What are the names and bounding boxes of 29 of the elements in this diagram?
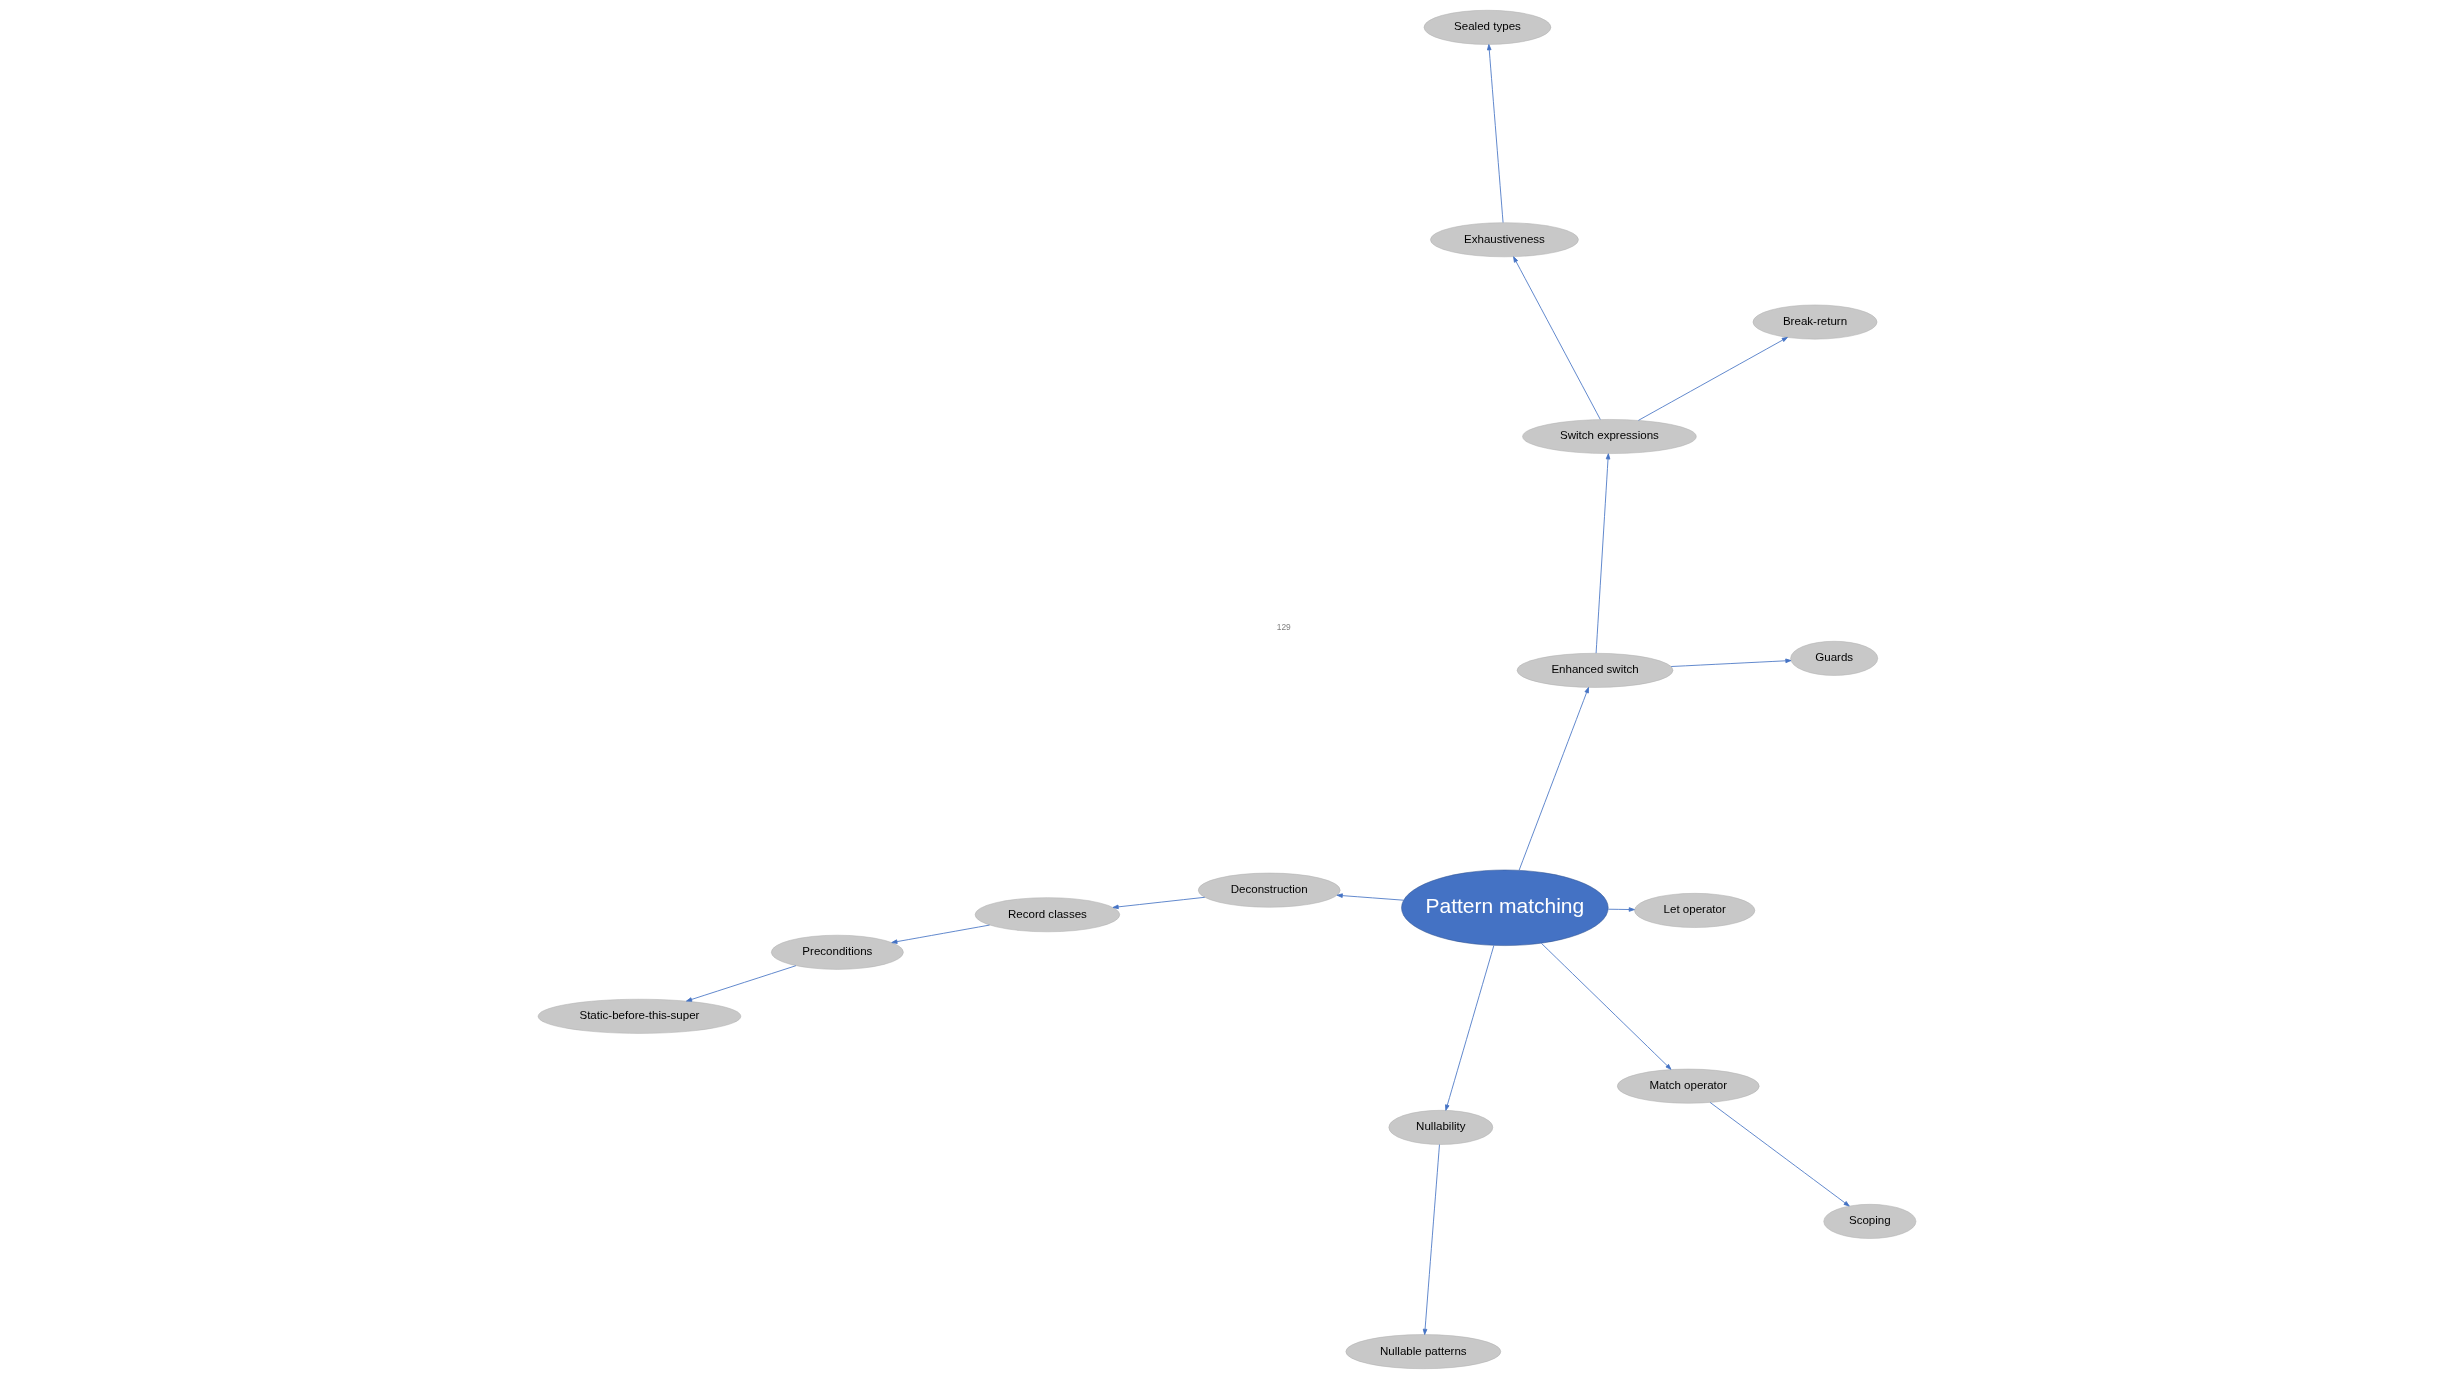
arrow bbox=[1112, 896, 1205, 910]
arrow bbox=[1709, 1102, 1850, 1207]
arrow bbox=[1540, 942, 1671, 1070]
arrow bbox=[1607, 907, 1635, 912]
node-ellipse: Guards bbox=[1789, 641, 1878, 676]
node-ellipse: Preconditions bbox=[770, 934, 904, 970]
arrow bbox=[1486, 44, 1503, 223]
arrow bbox=[890, 924, 990, 944]
node-ellipse: Switch expressions bbox=[1521, 419, 1697, 454]
arrow bbox=[1595, 453, 1610, 654]
node-ellipse: Let operator bbox=[1633, 893, 1755, 928]
node-ellipse: Match operator bbox=[1616, 1068, 1759, 1104]
arrow bbox=[1336, 893, 1404, 901]
arrow bbox=[1444, 945, 1494, 1111]
node-ellipse: Scoping bbox=[1822, 1204, 1916, 1239]
node-ellipse: Nullable patterns bbox=[1345, 1334, 1501, 1369]
arrow bbox=[1518, 687, 1589, 871]
node-ellipse: Nullability bbox=[1388, 1110, 1493, 1145]
node-ellipse: Sealed types bbox=[1423, 10, 1551, 45]
node-ellipse: Pattern matching bbox=[1400, 869, 1608, 946]
arrow bbox=[1670, 658, 1791, 667]
label: 129 bbox=[1276, 621, 1291, 632]
node-ellipse: Deconstruction bbox=[1197, 872, 1340, 908]
node-ellipse: Enhanced switch bbox=[1516, 653, 1673, 688]
arrow bbox=[1422, 1144, 1440, 1335]
arrow bbox=[1512, 256, 1601, 420]
arrow bbox=[685, 965, 796, 1002]
arrow bbox=[1637, 336, 1788, 421]
node-ellipse: Exhaustiveness bbox=[1429, 222, 1579, 258]
